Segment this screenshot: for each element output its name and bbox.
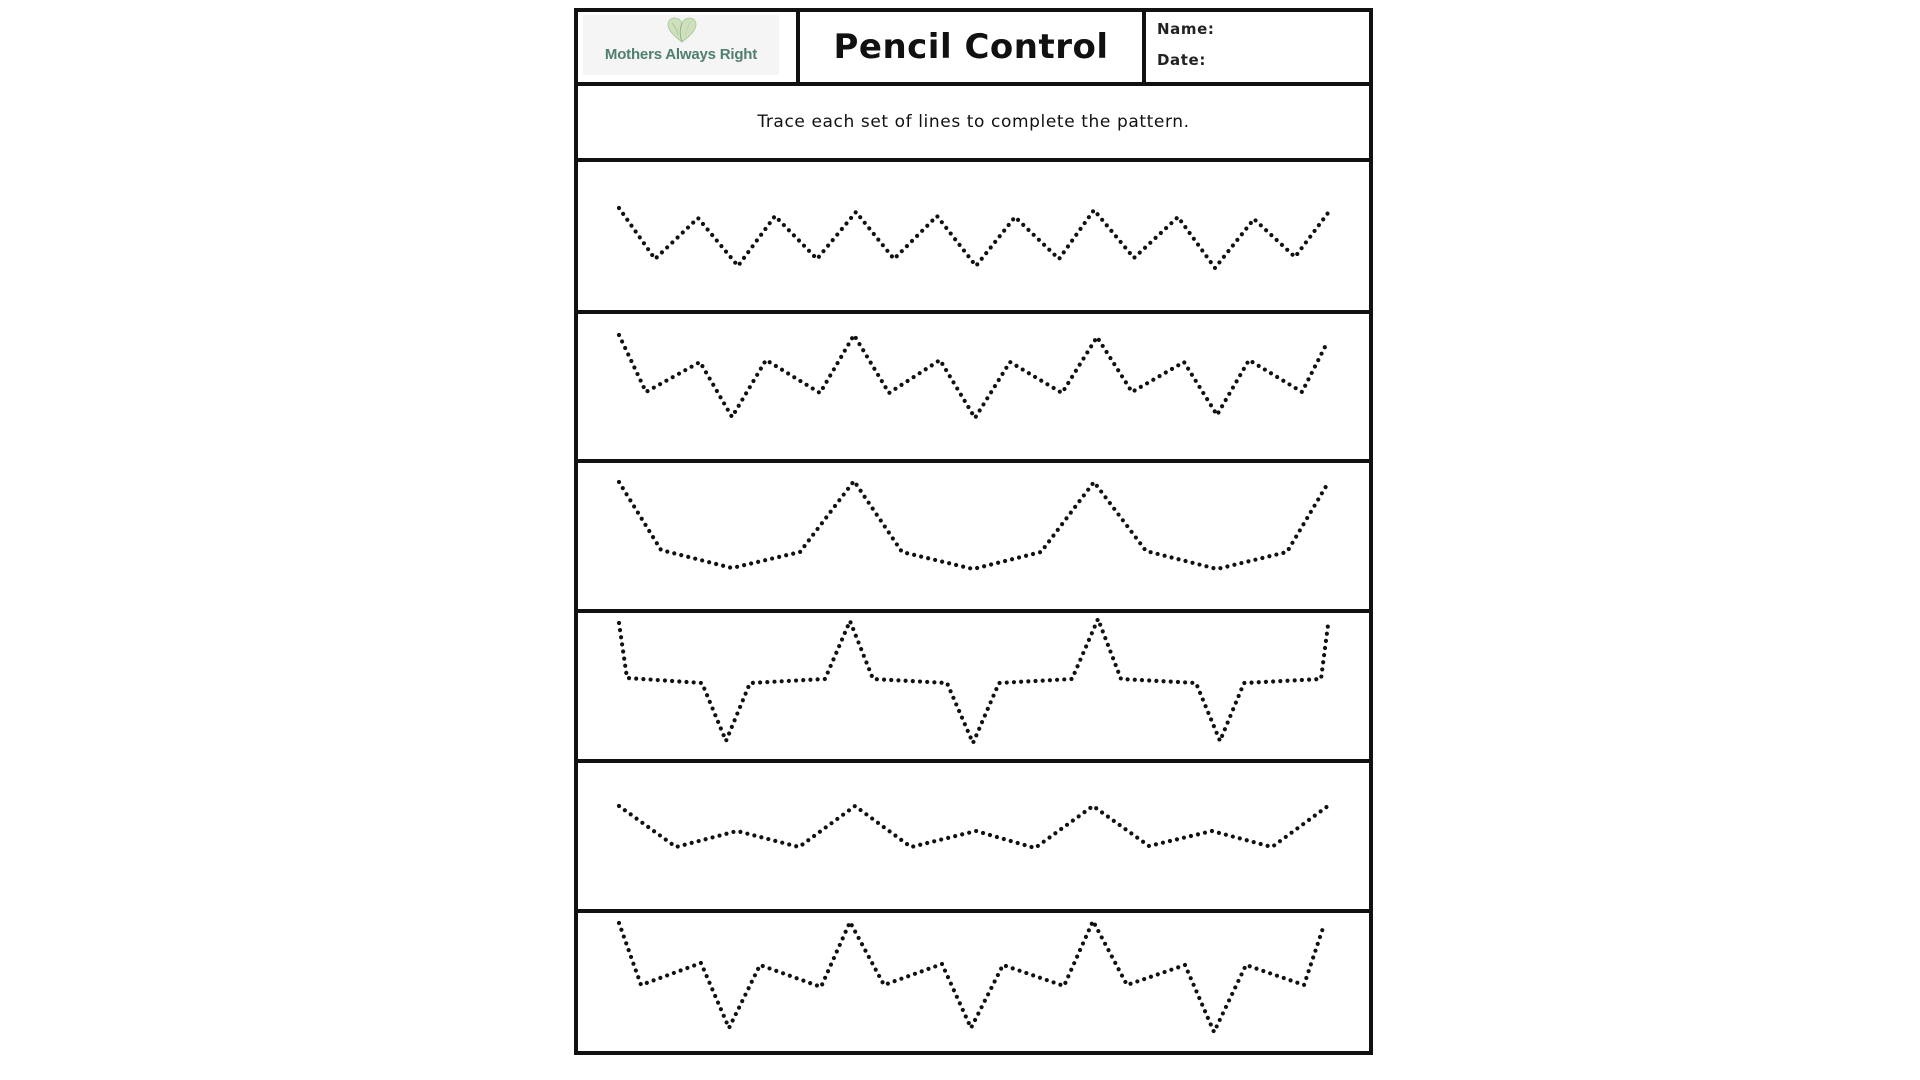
pattern-row-4 <box>578 613 1369 763</box>
pattern-row-5 <box>578 763 1369 913</box>
instructions-text: Trace each set of lines to complete the … <box>757 112 1190 132</box>
page-title: Pencil Control <box>833 27 1109 67</box>
logo-cell: Mothers Always Right <box>578 12 800 82</box>
name-field-label: Name: <box>1157 20 1215 38</box>
logo-text: Mothers Always Right <box>604 46 758 63</box>
name-date-cell: Name: Date: <box>1146 12 1369 82</box>
pattern-row-3 <box>578 463 1369 613</box>
pattern-row-2 <box>578 314 1369 463</box>
instructions-row: Trace each set of lines to complete the … <box>578 86 1369 162</box>
worksheet-header: Mothers Always Right Pencil Control Name… <box>578 12 1369 86</box>
pattern-row-6 <box>578 913 1369 1055</box>
logo: Mothers Always Right <box>583 15 779 75</box>
leaf-heart-icon <box>667 17 697 43</box>
worksheet: Mothers Always Right Pencil Control Name… <box>574 8 1373 1055</box>
title-cell: Pencil Control <box>800 12 1146 82</box>
date-field-label: Date: <box>1157 51 1206 69</box>
pattern-row-1 <box>578 162 1369 314</box>
